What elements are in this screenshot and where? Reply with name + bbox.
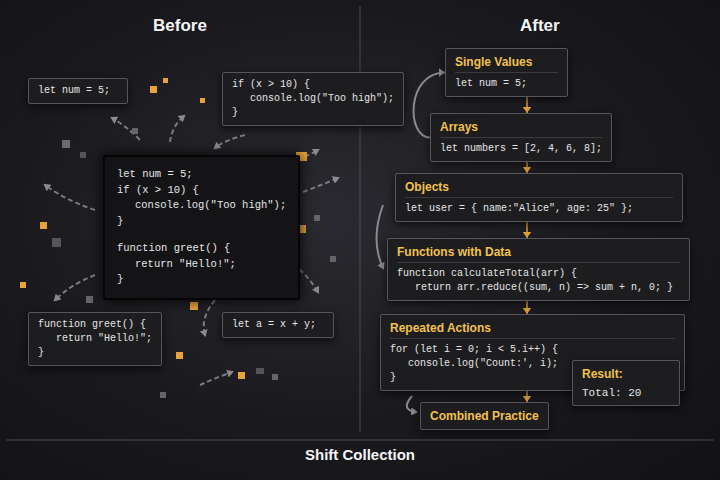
code-snippet-box: let num = 5; <box>28 78 128 104</box>
box-heading: Functions with Data <box>397 244 680 263</box>
box-heading: Combined Practice <box>430 408 539 424</box>
flow-connector <box>523 391 531 402</box>
flow-connector <box>523 97 531 113</box>
side-curve <box>377 205 384 268</box>
panel-label: Before <box>153 16 207 36</box>
code-line: console.log("Too high"); <box>117 198 286 214</box>
concept-box: Arrays let numbers = [2, 4, 6, 8]; <box>430 113 612 162</box>
concept-box: Objects let user = { name:"Alice", age: 2… <box>395 173 683 222</box>
code-line: return arr.reduce((sum, n) => sum + n, 0… <box>397 281 680 295</box>
result-box: Result: Total: 20 <box>572 360 680 406</box>
box-heading: Objects <box>405 179 673 198</box>
box-heading: Arrays <box>440 119 602 138</box>
code-line: let num = 5; <box>38 84 118 98</box>
code-snippet-box: let a = x + y; <box>222 312 334 338</box>
flow-connector <box>523 162 531 173</box>
code-line: } <box>117 214 286 230</box>
code-snippet-box: function greet() {return "Hello!";} <box>28 312 162 366</box>
flow-connector <box>523 222 531 238</box>
code-snippet-box: if (x > 10) {console.log("Too high");} <box>222 72 404 126</box>
code-line: console.log("Too high"); <box>232 92 394 106</box>
code-line: for (let i = 0; i < 5.i++) { <box>390 343 675 357</box>
divider-line <box>360 6 361 432</box>
panel-label: After <box>520 16 560 36</box>
code-line: if (x > 10) { <box>117 183 286 199</box>
box-heading: Single Values <box>455 54 558 73</box>
code-snippet-box: let num = 5;if (x > 10) {console.log("To… <box>103 155 300 300</box>
code-line: let num = 5; <box>117 167 286 183</box>
code-line: function greet() { <box>117 241 286 257</box>
box-heading: Repeated Actions <box>390 320 675 339</box>
caption: Shift Collection <box>305 446 415 463</box>
code-line: } <box>232 106 394 120</box>
code-line: Total: 20 <box>582 386 670 400</box>
concept-box: Combined Practice <box>420 402 549 430</box>
caption-rule <box>6 440 714 441</box>
box-heading: Result: <box>582 366 670 384</box>
practice-hook <box>407 396 416 412</box>
code-line: let user = { name:"Alice", age: 25" }; <box>405 202 673 216</box>
concept-box: Single Values let num = 5; <box>445 48 568 97</box>
scatter-squares <box>20 78 336 398</box>
flow-connector <box>523 301 531 314</box>
code-line: function calculateTotal(arr) { <box>397 267 680 281</box>
code-line: } <box>117 272 286 288</box>
code-line: return "Hello!"; <box>38 332 152 346</box>
code-line: } <box>38 346 152 360</box>
code-line: return "Hello!"; <box>117 257 286 273</box>
code-line: let a = x + y; <box>232 318 324 332</box>
code-line: let num = 5; <box>455 77 558 91</box>
code-line: if (x > 10) { <box>232 78 394 92</box>
code-line: let numbers = [2, 4, 6, 8]; <box>440 142 602 156</box>
code-line: function greet() { <box>38 318 152 332</box>
concept-box: Functions with Data function calculateTot… <box>387 238 690 301</box>
